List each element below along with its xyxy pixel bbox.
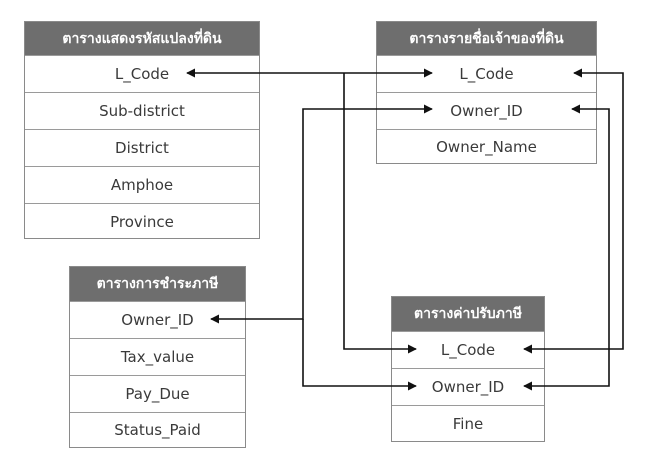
owner-field-l-code: L_Code: [377, 55, 596, 92]
link-owner-l-code-to-fine-l-code-right: [523, 68, 624, 354]
tax-payment-field-status-paid: Status_Paid: [70, 412, 245, 447]
owner-table-title: ตารางรายชื่อเจ้าของที่ดิน: [377, 22, 596, 55]
tax-payment-field-owner-id: Owner_ID: [70, 301, 245, 338]
land-code-field-sub-district: Sub-district: [25, 92, 259, 129]
tax-fine-field-fine: Fine: [392, 405, 544, 441]
owner-field-owner-id: Owner_ID: [377, 92, 596, 129]
link-owner-id-to-fine-owner-id-right: [523, 104, 610, 391]
tax-fine-field-l-code: L_Code: [392, 331, 544, 368]
link-l-code-to-fine-l-code: [343, 73, 417, 354]
land-code-field-amphoe: Amphoe: [25, 166, 259, 203]
tax-fine-field-owner-id: Owner_ID: [392, 368, 544, 405]
owner-field-owner-name: Owner_Name: [377, 129, 596, 163]
land-code-field-district: District: [25, 129, 259, 166]
link-owner-id-to-fine-owner-id: [302, 319, 417, 391]
tax-payment-field-pay-due: Pay_Due: [70, 375, 245, 412]
land-code-field-province: Province: [25, 203, 259, 239]
tax-payment-field-tax-value: Tax_value: [70, 338, 245, 375]
land-code-field-l-code: L_Code: [25, 55, 259, 92]
land-code-table-title: ตารางแสดงรหัสแปลงที่ดิน: [25, 22, 259, 55]
link-owner-id-to-tax-payment: [210, 104, 433, 324]
